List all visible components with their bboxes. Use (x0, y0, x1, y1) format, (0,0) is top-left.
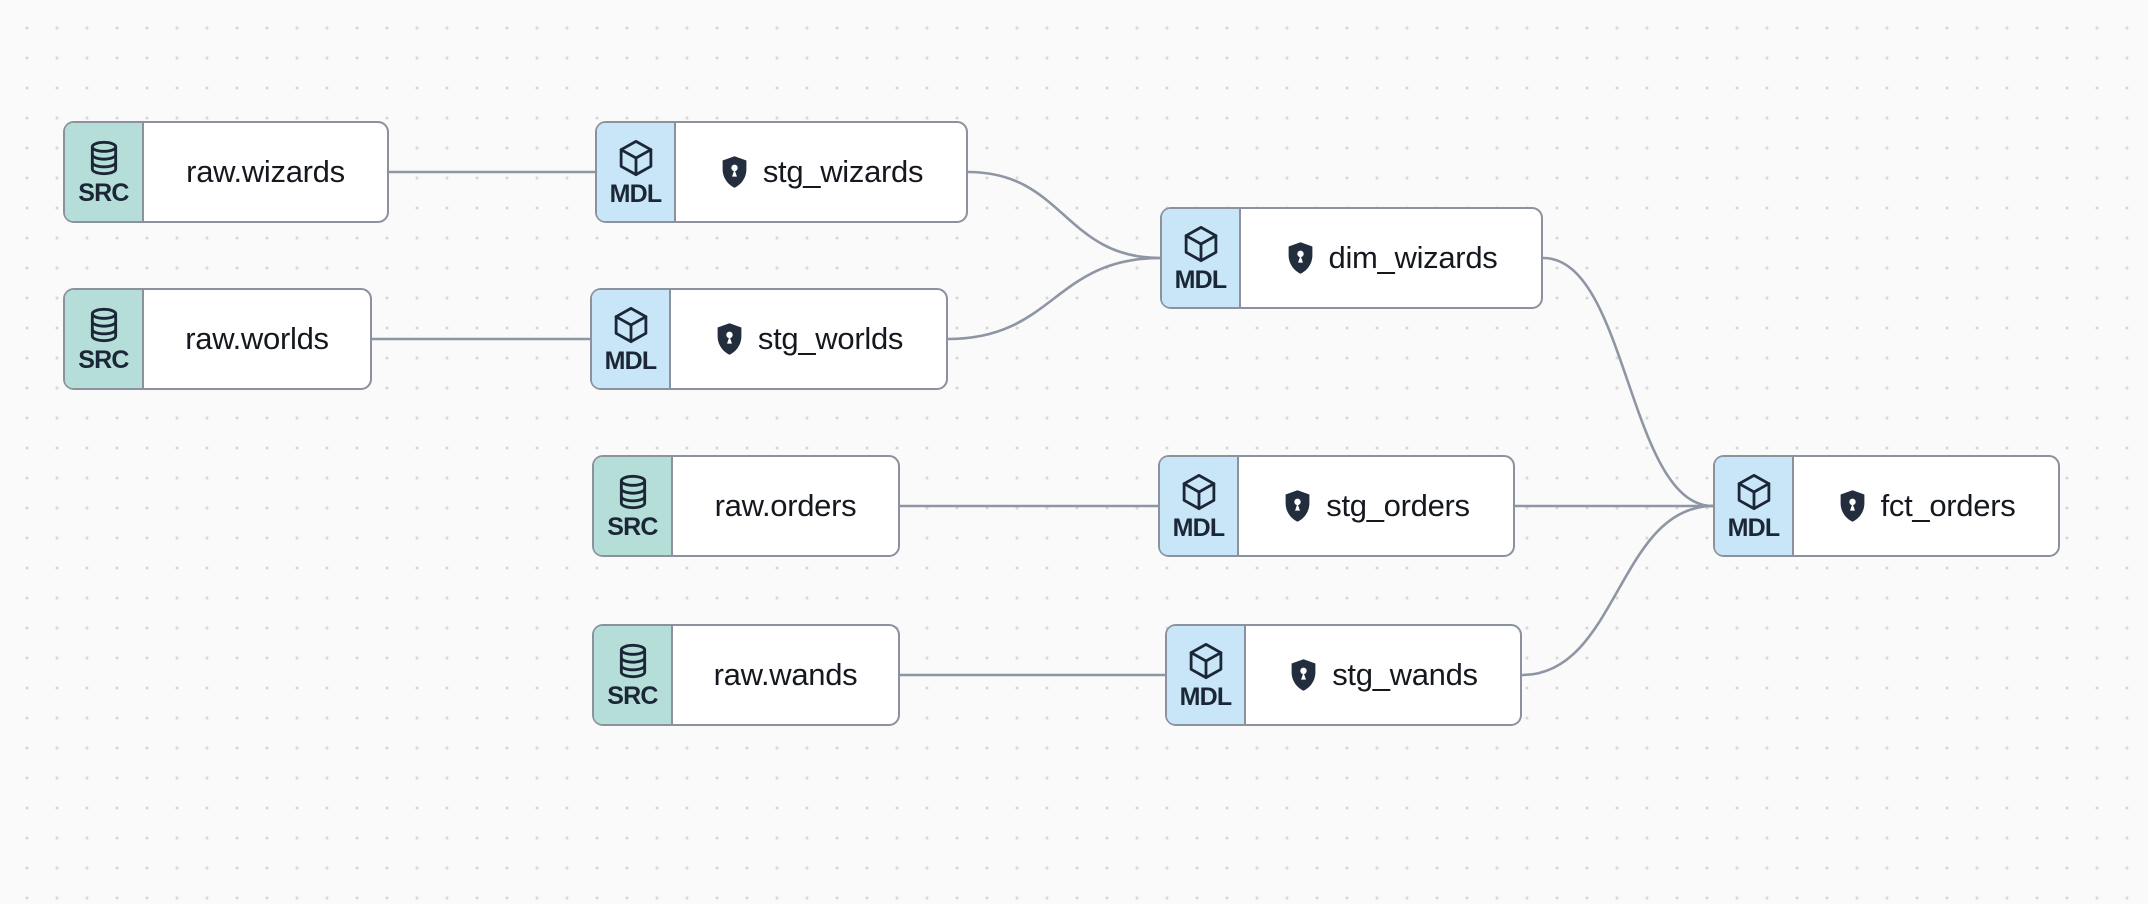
node-dim-wizards[interactable]: MDL dim_wizards (1160, 207, 1543, 309)
database-icon (619, 475, 646, 510)
node-raw-wizards[interactable]: SRC raw.wizards (63, 121, 389, 223)
node-label: raw.orders (714, 488, 857, 523)
source-badge: SRC (594, 457, 673, 555)
node-label: stg_wands (1332, 657, 1478, 692)
badge-label: MDL (1179, 683, 1233, 712)
cube-icon (1737, 474, 1770, 511)
shield-lock-icon (1291, 659, 1316, 691)
source-badge: SRC (65, 290, 144, 388)
edge-stg-wands-to-fct-orders (1520, 504, 1715, 677)
node-label: stg_wizards (762, 154, 924, 189)
database-icon (90, 308, 117, 343)
node-label: stg_orders (1326, 488, 1470, 523)
badge-label: MDL (1727, 514, 1781, 543)
node-raw-wands[interactable]: SRC raw.wands (592, 624, 900, 726)
badge-label: MDL (609, 180, 663, 209)
cube-icon (614, 307, 647, 344)
cube-icon (1189, 643, 1222, 680)
shield-lock-icon (1285, 490, 1310, 522)
badge-label: SRC (78, 179, 129, 208)
model-badge: MDL (592, 290, 671, 388)
edge-dim-wizards-to-fct-orders (1541, 256, 1715, 508)
node-raw-orders[interactable]: SRC raw.orders (592, 455, 900, 557)
badge-label: MDL (604, 347, 658, 376)
database-icon (90, 141, 117, 176)
shield-lock-icon (1288, 242, 1312, 274)
source-badge: SRC (594, 626, 673, 724)
badge-label: SRC (607, 682, 658, 711)
node-fct-orders[interactable]: MDL fct_orders (1713, 455, 2060, 557)
node-label: dim_wizards (1328, 240, 1498, 275)
node-label: raw.wizards (186, 154, 345, 189)
node-label: stg_worlds (757, 321, 904, 356)
model-badge: MDL (1160, 457, 1239, 555)
badge-label: SRC (78, 346, 129, 375)
node-label: raw.worlds (185, 321, 329, 356)
database-icon (619, 644, 646, 679)
node-stg-wizards[interactable]: MDL stg_wizards (595, 121, 968, 223)
badge-label: MDL (1172, 514, 1226, 543)
shield-lock-icon (722, 156, 747, 188)
badge-label: SRC (607, 513, 658, 542)
badge-label: MDL (1174, 266, 1228, 295)
cube-icon (1184, 226, 1217, 263)
shield-lock-icon (717, 323, 742, 355)
node-label: fct_orders (1880, 488, 2016, 523)
cube-icon (619, 140, 652, 177)
model-badge: MDL (597, 123, 676, 221)
node-stg-orders[interactable]: MDL stg_orders (1158, 455, 1515, 557)
source-badge: SRC (65, 123, 144, 221)
model-badge: MDL (1715, 457, 1794, 555)
node-label: raw.wands (713, 657, 858, 692)
node-stg-wands[interactable]: MDL stg_wands (1165, 624, 1522, 726)
model-badge: MDL (1162, 209, 1241, 307)
edge-stg-worlds-to-dim-wizards (946, 256, 1162, 341)
edge-stg-wizards-to-dim-wizards (966, 170, 1162, 260)
model-badge: MDL (1167, 626, 1246, 724)
cube-icon (1182, 474, 1215, 511)
shield-lock-icon (1840, 490, 1864, 522)
node-stg-worlds[interactable]: MDL stg_worlds (590, 288, 948, 390)
node-raw-worlds[interactable]: SRC raw.worlds (63, 288, 372, 390)
